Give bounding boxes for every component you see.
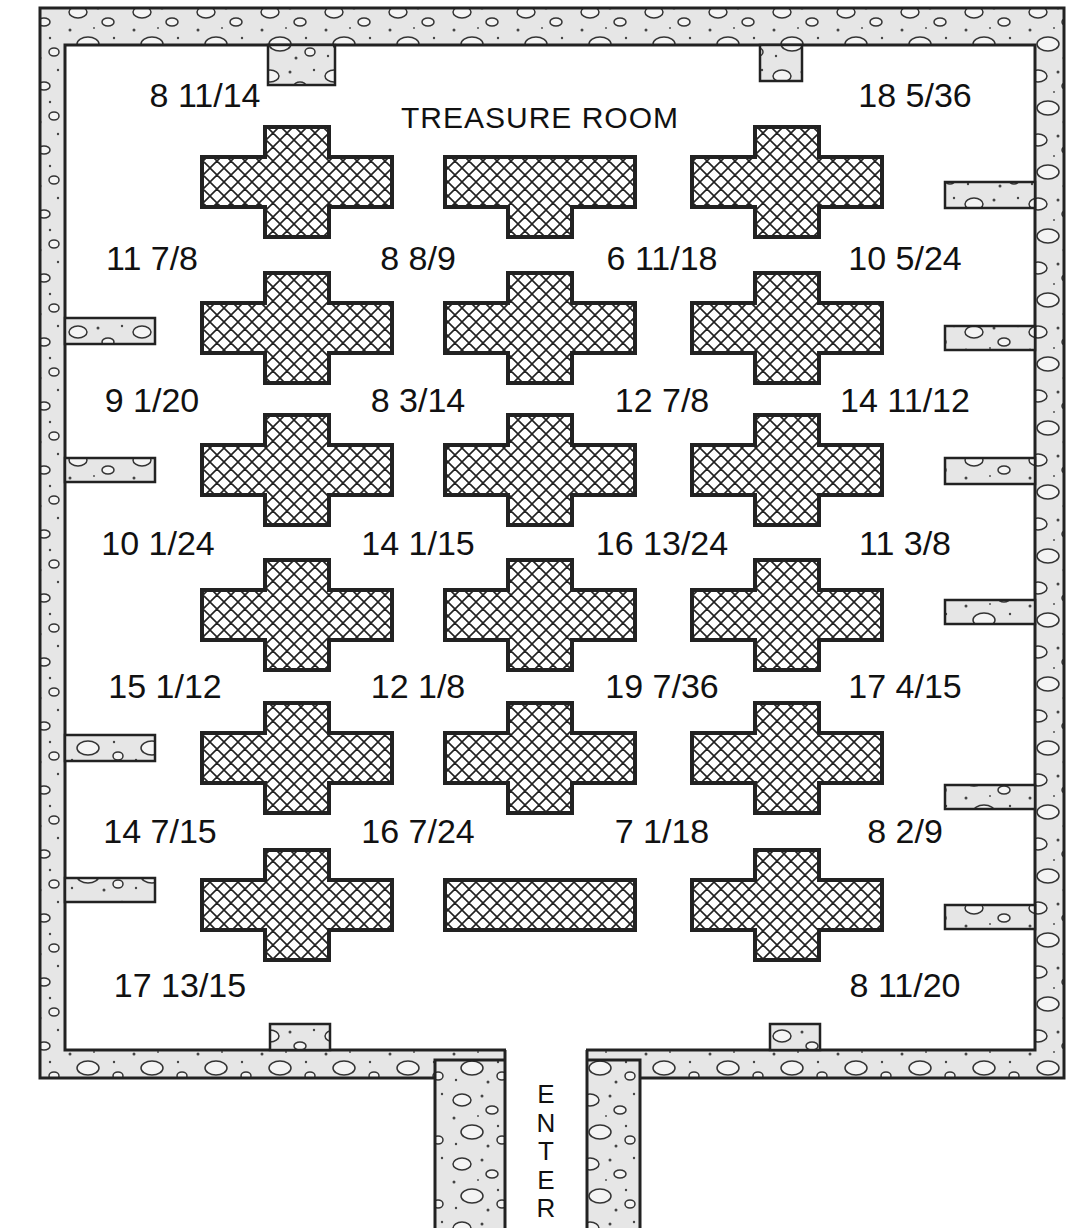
hatched-pillar — [202, 850, 392, 960]
mixed-number: 14 7/15 — [103, 812, 216, 851]
hatched-pillar — [445, 880, 635, 930]
hatched-pillar — [445, 560, 635, 670]
hatched-pillar — [692, 560, 882, 670]
wall-buttress — [945, 905, 1035, 929]
mixed-number: 12 7/8 — [615, 381, 710, 420]
mixed-number: 14 1/15 — [361, 524, 474, 563]
mixed-number: 8 8/9 — [380, 239, 456, 278]
hatched-pillar — [692, 273, 882, 383]
hatched-pillar — [445, 703, 635, 813]
mixed-number: 19 7/36 — [605, 667, 718, 706]
hatched-pillar — [692, 703, 882, 813]
hatched-pillars — [202, 127, 882, 960]
hatched-pillar — [692, 850, 882, 960]
wall-buttress — [945, 458, 1035, 484]
wall-buttress — [945, 600, 1035, 624]
entrance-label: ENTER — [533, 1080, 559, 1223]
hatched-pillar — [202, 273, 392, 383]
outer-wall — [40, 8, 1064, 1228]
hatched-pillar — [202, 127, 392, 237]
wall-buttress — [65, 318, 155, 344]
mixed-number: 17 4/15 — [848, 667, 961, 706]
hatched-pillar — [445, 415, 635, 525]
wall-buttress — [65, 458, 155, 482]
mixed-number: 11 7/8 — [106, 239, 198, 278]
wall-buttress — [65, 735, 155, 761]
wall-buttress — [65, 45, 1035, 1050]
mixed-number: 16 13/24 — [596, 524, 728, 563]
mixed-number: 8 11/20 — [850, 966, 961, 1005]
hatched-pillar — [202, 703, 392, 813]
hatched-pillar — [445, 157, 635, 237]
wall-buttress — [770, 1024, 820, 1050]
hatched-pillar — [202, 560, 392, 670]
mixed-number: 15 1/12 — [108, 667, 221, 706]
mixed-number: 6 11/18 — [607, 239, 718, 278]
room-floor — [65, 45, 1035, 1228]
mixed-number: 14 11/12 — [840, 381, 970, 420]
wall-buttress — [945, 785, 1035, 809]
mixed-number: 8 11/14 — [150, 76, 261, 115]
room-name: TREASURE ROOM — [401, 101, 679, 135]
mixed-number: 8 3/14 — [371, 381, 466, 420]
mixed-number: 16 7/24 — [361, 812, 474, 851]
wall-buttress — [760, 45, 802, 81]
wall-buttress — [65, 878, 155, 902]
mixed-number: 12 1/8 — [371, 667, 466, 706]
mixed-number: 17 13/15 — [114, 966, 246, 1005]
hatched-pillar — [445, 273, 635, 383]
mixed-number: 10 1/24 — [101, 524, 214, 563]
mixed-number: 7 1/18 — [615, 812, 710, 851]
mixed-number: 10 5/24 — [848, 239, 961, 278]
mixed-number: 18 5/36 — [858, 76, 971, 115]
wall-buttress — [945, 182, 1035, 208]
hatched-pillar — [202, 415, 392, 525]
mixed-number: 11 3/8 — [859, 524, 951, 563]
wall-buttress — [270, 1024, 330, 1050]
hatched-pillar — [692, 415, 882, 525]
mixed-number: 9 1/20 — [105, 381, 200, 420]
wall-buttress — [945, 326, 1035, 350]
mixed-number: 8 2/9 — [867, 812, 943, 851]
hatched-pillar — [692, 127, 882, 237]
wall-buttress — [268, 45, 335, 85]
